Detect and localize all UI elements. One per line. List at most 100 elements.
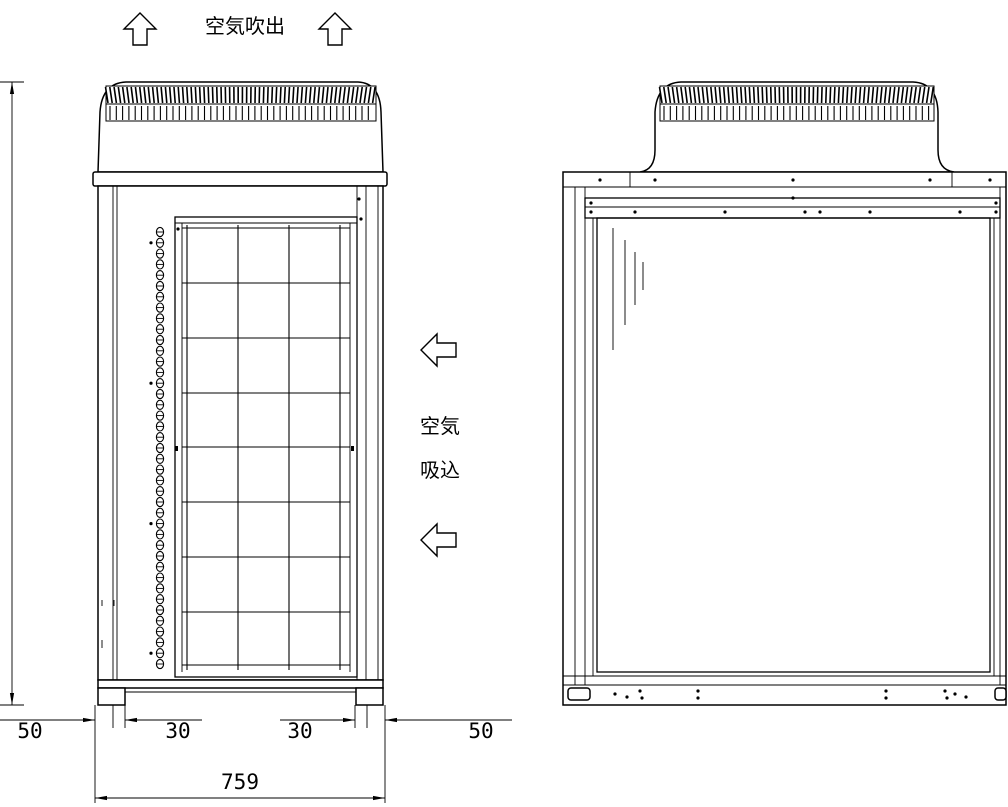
side-fan-grille <box>658 85 935 122</box>
grille-rib <box>892 86 896 104</box>
grille-rib <box>138 86 143 104</box>
grille-rib <box>722 86 726 104</box>
grille-rib <box>917 86 922 104</box>
grille-rib <box>151 86 155 104</box>
grille-rib <box>867 86 870 104</box>
grille-rib <box>744 86 747 104</box>
grille-rib <box>355 86 359 104</box>
frame-screw <box>964 695 968 699</box>
frame-screw <box>884 696 888 700</box>
right-inset-dimension-value: 30 <box>287 719 312 743</box>
frame-screw <box>589 201 593 205</box>
grille-rib <box>697 86 701 104</box>
grille-rib <box>325 86 329 104</box>
grille-rib <box>688 86 693 104</box>
frame-screw <box>791 178 795 182</box>
grille-rib <box>925 86 930 104</box>
frame-screw <box>791 196 795 200</box>
grille-rib <box>757 86 760 104</box>
grille-rib <box>675 86 680 104</box>
grille-rib <box>321 86 325 104</box>
left-inset-dimension-value: 30 <box>165 719 190 743</box>
grille-rib <box>909 86 913 104</box>
front-foot-left <box>97 687 126 706</box>
grille-rib <box>900 86 905 104</box>
grille-rib <box>662 86 667 104</box>
grille-rib <box>692 86 697 104</box>
frame-screw <box>988 178 992 182</box>
air-outlet-arrow-right-icon <box>317 12 353 46</box>
frame-screw <box>640 696 644 700</box>
frame-screw <box>613 692 617 696</box>
front-frame-clip <box>351 446 354 451</box>
grille-rib <box>296 86 299 104</box>
grille-rib <box>198 86 202 104</box>
dimension-lines: 50 30 30 50 759 <box>0 81 512 803</box>
grille-rib <box>266 86 269 104</box>
grille-rib <box>854 86 858 104</box>
air-intake-arrow-top-icon <box>420 332 457 368</box>
frame-screw <box>994 210 998 214</box>
grille-rib <box>117 86 122 104</box>
front-view <box>92 81 388 706</box>
frame-screw <box>638 689 642 693</box>
grille-rib <box>705 86 709 104</box>
grille-rib <box>671 86 676 104</box>
front-base-plate <box>97 679 384 689</box>
grille-rib <box>858 86 862 104</box>
grille-rib <box>875 86 879 104</box>
front-coil-guard-grid <box>182 225 350 670</box>
grille-rib <box>190 86 193 104</box>
frame-screw <box>723 210 727 214</box>
grille-rib <box>896 86 900 104</box>
grille-rib <box>765 86 768 104</box>
frame-screw <box>994 201 998 205</box>
grille-rib <box>883 86 888 104</box>
front-panel-screws <box>149 226 165 670</box>
grille-rib <box>727 86 730 104</box>
grille-rib <box>300 86 304 104</box>
frame-screw <box>589 210 593 214</box>
grille-rib <box>177 86 181 104</box>
grille-rib <box>850 86 853 104</box>
grille-rib <box>130 86 134 104</box>
grille-rib <box>833 86 836 104</box>
grille-rib <box>825 86 828 104</box>
frame-screw <box>945 696 949 700</box>
grille-rib <box>888 86 892 104</box>
front-frame-clip <box>175 446 178 451</box>
side-lift-slot-right <box>994 687 1007 701</box>
air-intake-arrow-bottom-icon <box>420 522 457 558</box>
grille-rib <box>168 86 172 104</box>
grille-rib <box>904 86 909 104</box>
frame-screw <box>696 696 700 700</box>
grille-rib <box>658 86 663 104</box>
frame-screw <box>928 178 932 182</box>
grille-rib <box>363 86 368 104</box>
grille-rib <box>156 86 160 104</box>
grille-rib <box>731 86 735 104</box>
air-intake-label-line2: 吸込 <box>420 458 460 482</box>
grille-rib <box>203 86 206 104</box>
side-panel-opening <box>596 217 991 673</box>
grille-rib <box>211 86 214 104</box>
grille-rib <box>342 86 346 104</box>
grille-rib <box>207 86 210 104</box>
grille-rib <box>748 86 751 104</box>
frame-screw <box>953 692 957 696</box>
grille-rib <box>317 86 321 104</box>
side-frame-screws <box>589 178 998 700</box>
grille-rib <box>684 86 688 104</box>
right-margin-dimension-value: 50 <box>468 719 493 743</box>
grille-rib <box>718 86 722 104</box>
grille-rib <box>164 86 168 104</box>
grille-rib <box>194 86 197 104</box>
grille-rib <box>701 86 705 104</box>
frame-screw <box>696 689 700 693</box>
panel-screw-marker <box>149 651 153 655</box>
grille-rib <box>271 86 274 104</box>
air-outlet-label: 空気吹出 <box>205 14 285 38</box>
grille-rib <box>292 86 295 104</box>
front-top-panel <box>92 171 388 187</box>
